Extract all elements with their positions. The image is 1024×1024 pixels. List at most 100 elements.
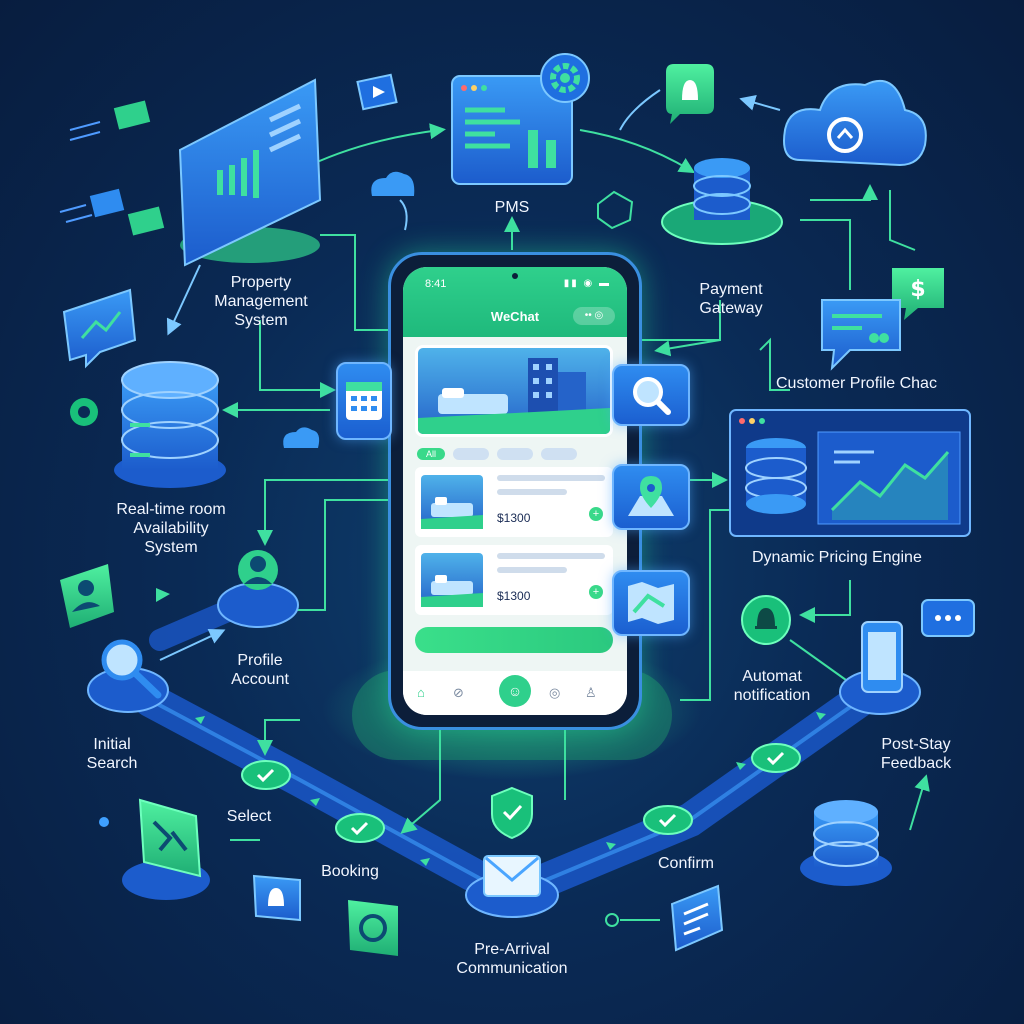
user-card-icon <box>60 564 114 628</box>
filter-chip[interactable] <box>497 447 533 460</box>
subtitle-line <box>497 489 567 495</box>
realtime-availability-label: Real-time room Availability System <box>116 501 226 556</box>
camera-notch <box>512 273 518 279</box>
profile-icon[interactable]: ♙ <box>585 685 597 700</box>
map-icon <box>628 582 674 624</box>
pms-label: PMS <box>494 199 530 216</box>
cloud-small-icon <box>283 171 415 448</box>
room-price: $1300 <box>497 589 531 603</box>
map-pin-icon <box>628 476 674 516</box>
payment-database <box>661 158 783 245</box>
home-icon[interactable]: ⌂ <box>417 685 425 700</box>
status-time: 8:41 <box>425 278 447 290</box>
profile-account-node <box>217 550 299 628</box>
room-thumbnail <box>421 475 483 529</box>
app-header: 8:41 ▮▮ ◉ ▬ WeChat •• ◎ <box>403 267 627 337</box>
check-icon <box>766 751 785 766</box>
dynamic-pricing-label: Dynamic Pricing Engine <box>752 549 922 566</box>
play-icon <box>356 73 398 111</box>
check-icon <box>658 813 677 828</box>
document-icon <box>670 884 724 952</box>
database-icon <box>745 438 807 514</box>
confirm-label: Confirm <box>657 855 714 872</box>
room-thumbnail <box>421 553 483 607</box>
title-line <box>497 553 605 559</box>
property-management-label: Property Management System <box>214 274 308 329</box>
envelope-icon <box>59 100 165 236</box>
path-arrows <box>195 712 826 866</box>
dynamic-pricing-window <box>729 409 971 537</box>
search-icon <box>101 639 143 681</box>
post-stay-node <box>839 621 921 715</box>
title-line <box>497 475 605 481</box>
payment-gateway-label: Payment Gateway <box>699 281 763 317</box>
pms-dashboard-monitor <box>178 78 322 267</box>
customer-profile-label: Customer Profile Chac <box>776 375 937 392</box>
initial-search-label: Initial Search <box>86 736 138 772</box>
gear-icon <box>540 53 590 103</box>
chat-icon <box>921 599 975 637</box>
book-now-button[interactable] <box>415 627 613 653</box>
node-dot <box>99 817 109 827</box>
feedback-database <box>800 800 892 886</box>
wechat-phone: 8:41 ▮▮ ◉ ▬ WeChat •• ◎ All <box>388 252 642 730</box>
triangle-marker <box>156 588 170 602</box>
select-label: Select <box>226 808 272 825</box>
initial-search-node <box>87 639 169 713</box>
svg-text:$: $ <box>910 277 925 302</box>
calendar-icon <box>346 382 382 420</box>
bell-icon <box>252 874 301 922</box>
pre-arrival-node <box>465 855 559 918</box>
connection-lines <box>222 123 930 921</box>
envelope-icon <box>483 855 541 897</box>
booking-label: Booking <box>321 863 379 880</box>
chat-icon <box>348 900 398 956</box>
check-icon <box>350 821 369 836</box>
shield-check-icon <box>491 786 533 840</box>
calendar-tile[interactable] <box>336 362 392 440</box>
pms-window <box>451 53 590 185</box>
availability-database <box>114 361 226 488</box>
secondary-arrows <box>159 89 781 661</box>
customer-profile-card <box>821 299 901 371</box>
dollar-icon: $ <box>892 268 944 320</box>
profile-account-label: Profile Account <box>231 652 289 688</box>
menu-pill-button[interactable]: •• ◎ <box>573 307 615 325</box>
filter-chip-all[interactable]: All <box>417 447 445 460</box>
check-nodes <box>241 743 801 843</box>
cloud-icon <box>783 80 927 167</box>
room-listing-card[interactable]: $1300 + <box>415 467 613 537</box>
phone-screen: 8:41 ▮▮ ◉ ▬ WeChat •• ◎ All <box>403 267 627 715</box>
compass-icon[interactable]: ⊘ <box>453 685 464 700</box>
pre-arrival-label: Pre-Arrival Communication <box>456 941 568 977</box>
status-signal: ▮▮ ◉ ▬ <box>563 278 611 289</box>
bell-icon <box>666 64 714 124</box>
app-title: WeChat <box>490 309 540 324</box>
filter-chips: All <box>417 445 585 463</box>
node-dot <box>605 913 619 927</box>
bottom-nav: ⌂ ⊘ ☺ ◎ ♙ <box>403 671 627 715</box>
subtitle-line <box>497 567 567 573</box>
search-icon <box>633 377 671 415</box>
automat-notification-label: Automat notification <box>733 668 811 704</box>
post-stay-label: Post-Stay Feedback <box>880 736 952 772</box>
search-tile[interactable] <box>612 364 690 426</box>
map-card-icon <box>122 798 210 900</box>
wechat-icon[interactable]: ☺ <box>499 675 531 707</box>
room-price: $1300 <box>497 511 531 525</box>
add-room-button[interactable]: + <box>589 585 603 599</box>
location-icon[interactable]: ◎ <box>549 685 561 700</box>
map-pin-tile[interactable] <box>612 464 690 530</box>
map-tile[interactable] <box>612 570 690 636</box>
filter-chip[interactable] <box>453 447 489 460</box>
settings-ring-icon <box>70 398 98 426</box>
add-room-button[interactable]: + <box>589 507 603 521</box>
bell-icon <box>741 595 791 645</box>
filter-chip[interactable] <box>541 447 577 460</box>
check-icon <box>256 768 275 783</box>
analytics-chat-icon <box>62 288 137 369</box>
hotel-hero-image <box>415 345 613 437</box>
user-icon <box>250 556 266 572</box>
room-listing-card[interactable]: $1300 + <box>415 545 613 615</box>
